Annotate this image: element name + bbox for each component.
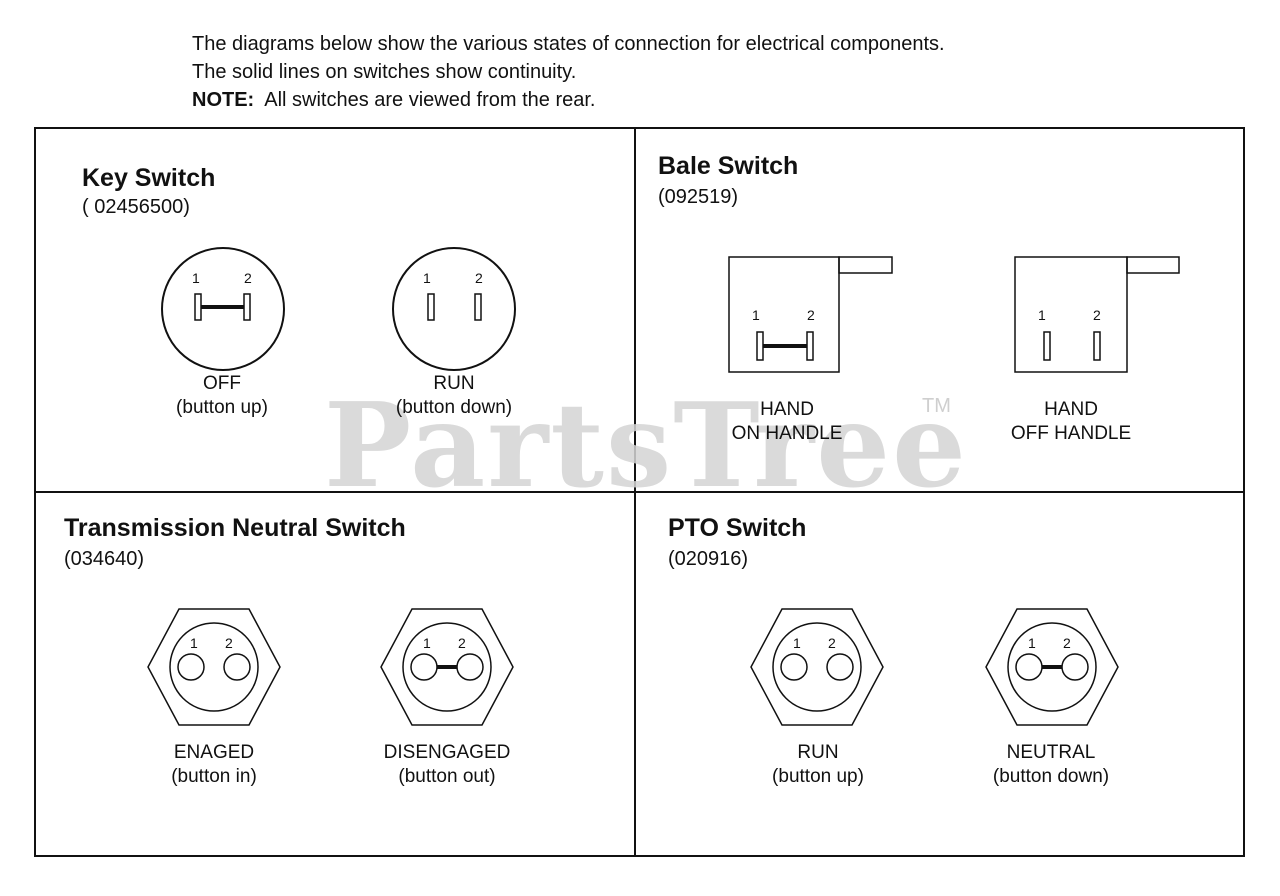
terminal-2 [223, 653, 251, 681]
state-label: ENAGED [173, 742, 255, 763]
terminal-2 [243, 293, 251, 321]
intro-line-1: The diagrams below show the various stat… [192, 33, 945, 55]
state-detail: OFF HANDLE [1010, 423, 1132, 444]
state-detail: (button in) [171, 766, 257, 787]
state-label: DISENGAGED [383, 742, 511, 763]
terminal-1-label: 1 [1038, 307, 1046, 323]
terminal-1 [756, 331, 764, 361]
state-label: NEUTRAL [1006, 742, 1096, 763]
note-label: NOTE: [192, 89, 255, 111]
intro-note: NOTE: All switches are viewed from the r… [192, 86, 945, 114]
intro-text: The diagrams below show the various stat… [192, 30, 945, 114]
terminal-1 [780, 653, 808, 681]
terminal-2-label: 2 [475, 270, 483, 286]
terminal-1 [1015, 653, 1043, 681]
intro-line-2: The solid lines on switches show continu… [192, 61, 577, 83]
state-label: OFF [203, 373, 241, 394]
terminal-2 [474, 293, 482, 321]
pto-switch-part-number: (020916) [668, 548, 749, 570]
terminal-2 [1061, 653, 1089, 681]
key-switch-title: Key Switch [82, 164, 216, 192]
terminal-1 [410, 653, 438, 681]
state-label: HAND [1044, 399, 1098, 420]
bale-switch-on-handle-diagram: 1 2 [728, 256, 893, 373]
terminal-2-label: 2 [225, 635, 233, 651]
terminal-1-label: 1 [192, 270, 200, 286]
terminal-1 [194, 293, 202, 321]
terminal-1 [427, 293, 435, 321]
state-label: HAND [760, 399, 814, 420]
transmission-switch-title: Transmission Neutral Switch [64, 514, 406, 542]
terminal-2-label: 2 [828, 635, 836, 651]
pto-switch-run-caption: RUN (button up) [698, 741, 938, 789]
bale-switch-off-handle-caption: HAND OFF HANDLE [951, 398, 1191, 446]
state-detail: ON HANDLE [731, 423, 843, 444]
bale-switch-title: Bale Switch [658, 152, 799, 180]
terminal-2 [826, 653, 854, 681]
key-switch-run-caption: RUN (button down) [334, 372, 574, 420]
terminal-2-label: 2 [807, 307, 815, 323]
note-text: All switches are viewed from the rear. [264, 89, 596, 111]
key-switch-off-caption: OFF (button up) [102, 372, 342, 420]
terminal-1-label: 1 [423, 270, 431, 286]
transmission-switch-engaged-caption: ENAGED (button in) [94, 741, 334, 789]
watermark-trademark: TM [922, 395, 951, 417]
watermark: PartsTree [324, 378, 968, 514]
pto-switch-title: PTO Switch [668, 514, 807, 542]
terminal-2-label: 2 [244, 270, 252, 286]
bale-switch-part-number: (092519) [658, 186, 739, 208]
state-label: RUN [797, 742, 839, 763]
terminal-1-label: 1 [190, 635, 198, 651]
terminal-1-label: 1 [793, 635, 801, 651]
horizontal-divider [34, 491, 1245, 493]
terminal-1-label: 1 [1028, 635, 1036, 651]
transmission-switch-disengaged-diagram: 1 2 [380, 608, 514, 726]
terminal-1 [177, 653, 205, 681]
terminal-2-label: 2 [458, 635, 466, 651]
state-label: RUN [433, 373, 475, 394]
bale-switch-off-handle-diagram: 1 2 [1014, 256, 1180, 373]
pto-switch-run-diagram: 1 2 [750, 608, 884, 726]
state-detail: (button up) [772, 766, 864, 787]
bale-switch-on-handle-caption: HAND ON HANDLE [667, 398, 907, 446]
transmission-switch-part-number: (034640) [64, 548, 145, 570]
terminal-2-label: 2 [1063, 635, 1071, 651]
state-detail: (button up) [176, 397, 268, 418]
terminal-2-label: 2 [1093, 307, 1101, 323]
terminal-1-label: 1 [423, 635, 431, 651]
terminal-1 [1043, 331, 1051, 361]
key-switch-part-number: ( 02456500) [82, 196, 190, 218]
state-detail: (button down) [992, 766, 1110, 787]
transmission-switch-disengaged-caption: DISENGAGED (button out) [327, 741, 567, 789]
state-detail: (button out) [398, 766, 496, 787]
transmission-switch-engaged-diagram: 1 2 [147, 608, 281, 726]
pto-switch-neutral-diagram: 1 2 [985, 608, 1119, 726]
terminal-2 [806, 331, 814, 361]
state-detail: (button down) [395, 397, 513, 418]
key-switch-run-diagram: 1 2 [392, 247, 516, 371]
pto-switch-neutral-caption: NEUTRAL (button down) [931, 741, 1171, 789]
terminal-2 [456, 653, 484, 681]
terminal-1-label: 1 [752, 307, 760, 323]
terminal-2 [1093, 331, 1101, 361]
key-switch-off-diagram: 1 2 [161, 247, 285, 371]
